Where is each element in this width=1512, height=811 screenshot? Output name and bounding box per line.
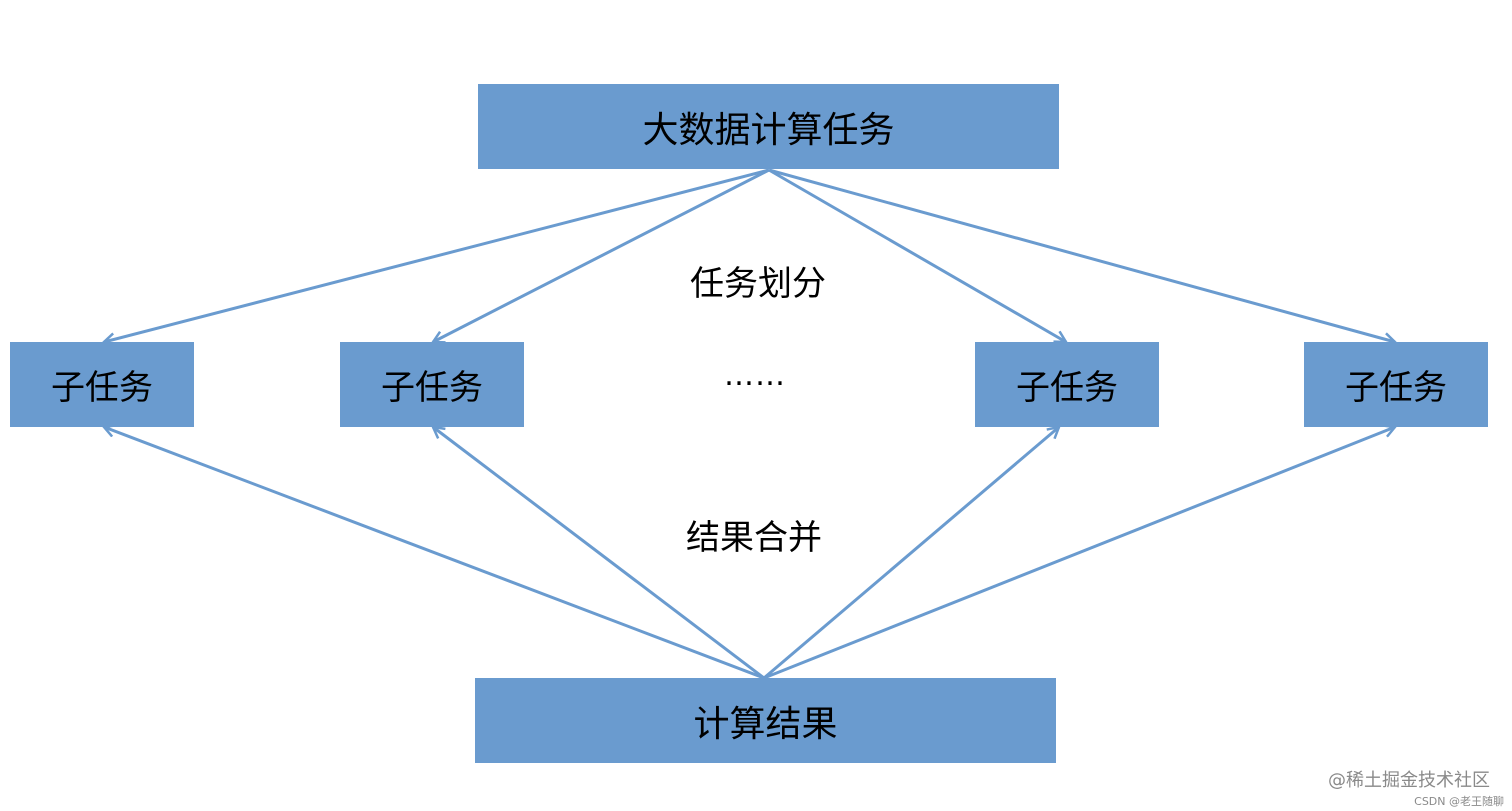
sub-task-label-4: 子任务	[1345, 368, 1447, 408]
result-label: 计算结果	[693, 703, 838, 745]
arrow-split-2	[433, 168, 770, 342]
split-label: 任务划分	[690, 264, 826, 304]
arrow-merge-2	[433, 427, 765, 680]
sub-task-box-1: 子任务	[10, 342, 194, 427]
sub-task-box-3: 子任务	[975, 342, 1159, 427]
sub-task-label-2: 子任务	[381, 368, 483, 408]
merge-label: 结果合并	[686, 518, 822, 558]
arrow-merge-3	[763, 427, 1059, 680]
result-box: 计算结果	[475, 678, 1056, 763]
sub-task-label-3: 子任务	[1016, 368, 1118, 408]
sub-task-box-2: 子任务	[340, 342, 524, 427]
arrow-merge-4	[763, 427, 1395, 680]
arrow-split-1	[104, 168, 770, 342]
main-task-label: 大数据计算任务	[642, 109, 895, 151]
arrow-split-4	[768, 168, 1395, 342]
watermark-juejin: @稀土掘金技术社区	[1328, 770, 1490, 791]
arrow-merge-1	[104, 427, 765, 680]
sub-task-box-4: 子任务	[1304, 342, 1488, 427]
arrow-split-3	[768, 168, 1066, 342]
main-task-box: 大数据计算任务	[478, 84, 1059, 169]
sub-task-label-1: 子任务	[51, 368, 153, 408]
watermark-csdn: CSDN @老王随聊	[1414, 795, 1504, 808]
ellipsis-label: ……	[724, 358, 786, 393]
